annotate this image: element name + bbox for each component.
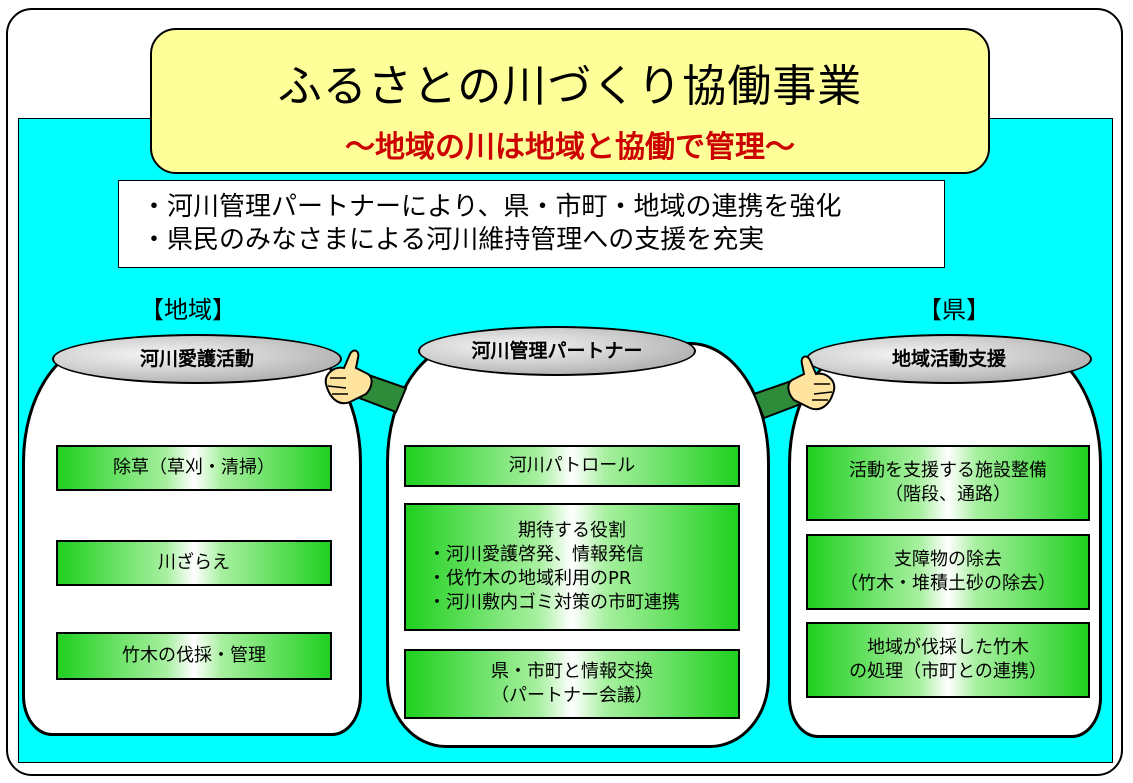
label-region: 【地域】 xyxy=(140,296,236,324)
summary-box: ・河川管理パートナーにより、県・市町・地域の連携を強化 ・県民のみなさまによる河… xyxy=(118,180,945,268)
box-obstacle-removal: 支障物の除去 （竹木・堆積土砂の除去） xyxy=(806,534,1090,610)
header-community-support: 地域活動支援 xyxy=(806,334,1092,384)
summary-bullet: ・県民のみなさまによる河川維持管理への支援を充実 xyxy=(141,225,765,255)
box-river-cleaning: 川ざらえ xyxy=(56,540,332,586)
title-box: ふるさとの川づくり協働事業 ～地域の川は地域と協働で管理～ xyxy=(150,28,990,174)
header-river-partner: 河川管理パートナー xyxy=(418,326,696,376)
handshake-hand-icon-right xyxy=(752,355,836,420)
box-bamboo-disposal: 地域が伐採した竹木 の処理（市町との連携） xyxy=(806,622,1090,698)
label-prefecture: 【県】 xyxy=(918,296,990,324)
box-bamboo-cutting: 竹木の伐採・管理 xyxy=(56,632,332,680)
box-river-patrol: 河川パトロール xyxy=(404,445,740,487)
page-subtitle: ～地域の川は地域と協働で管理～ xyxy=(345,130,795,165)
box-expected-roles: 期待する役割 ・河川愛護啓発、情報発信 ・伐竹木の地域利用のPR ・河川敷内ゴミ… xyxy=(404,503,740,631)
header-river-care: 河川愛護活動 xyxy=(52,334,342,384)
summary-bullet: ・河川管理パートナーにより、県・市町・地域の連携を強化 xyxy=(141,192,842,222)
page-title: ふるさとの川づくり協働事業 xyxy=(277,61,863,112)
box-weeding: 除草（草刈・清掃） xyxy=(56,445,332,491)
box-info-exchange: 県・市町と情報交換 （パートナー会議） xyxy=(404,649,740,719)
handshake-hand-icon-left xyxy=(324,349,408,414)
box-facility-support: 活動を支援する施設整備 （階段、通路） xyxy=(806,445,1090,521)
